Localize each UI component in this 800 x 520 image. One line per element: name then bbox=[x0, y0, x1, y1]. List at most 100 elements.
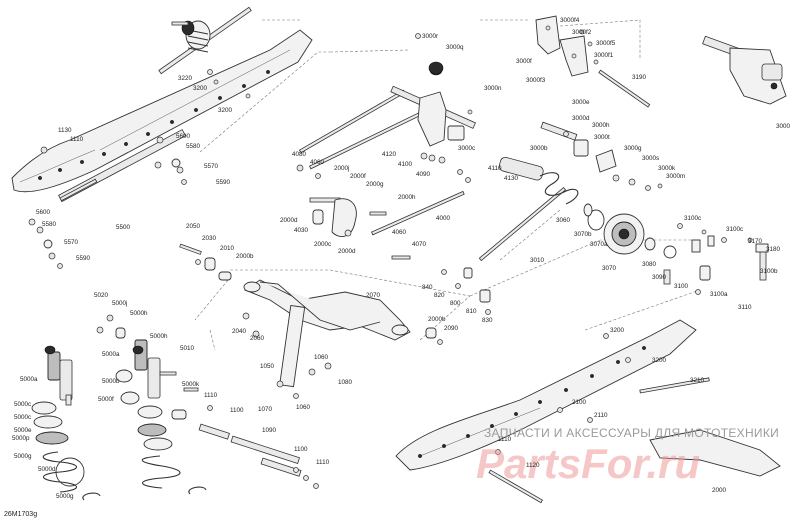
part-label: 3080 bbox=[642, 261, 657, 268]
watermark-logo: PartsFor.ru bbox=[476, 440, 700, 487]
part-label: 5590 bbox=[76, 255, 91, 262]
part-label: 3000n bbox=[484, 85, 502, 92]
small-hardware-left bbox=[28, 69, 260, 338]
part-label: 2000b bbox=[236, 253, 254, 260]
part-label: 5000h bbox=[130, 310, 148, 317]
part-label: 5000k bbox=[182, 381, 200, 388]
part-label: 5000a bbox=[20, 376, 38, 383]
part-label: 4120 bbox=[382, 151, 397, 158]
watermark: ЗАПЧАСТИ И АКСЕССУАРЫ ДЛЯ МОТОТЕХНИКИ Pa… bbox=[476, 426, 779, 487]
part-label: 5000c bbox=[14, 414, 31, 421]
part-label: 5000b bbox=[102, 378, 120, 385]
part-label: 3000h bbox=[592, 122, 610, 129]
part-label: 1110 bbox=[70, 136, 84, 143]
part-label: 2000c bbox=[314, 241, 331, 248]
center-shaft-assembly bbox=[390, 33, 476, 147]
part-label: 2090 bbox=[444, 325, 459, 332]
part-label: 3000t bbox=[594, 134, 610, 141]
part-label: 5000j bbox=[112, 300, 127, 307]
part-label: 2010 bbox=[220, 245, 235, 252]
right-shaft-parts bbox=[425, 61, 663, 345]
part-label: 3100a bbox=[710, 291, 728, 298]
part-label: 3000s bbox=[642, 155, 659, 162]
part-label: 5000d bbox=[38, 466, 56, 473]
part-label: 4130 bbox=[504, 175, 519, 182]
idler-wheel-group bbox=[583, 203, 769, 295]
front-arm-2070 bbox=[243, 279, 411, 388]
upper-bracket bbox=[535, 15, 599, 77]
part-label: 5580 bbox=[42, 221, 57, 228]
part-label: 4100 bbox=[398, 161, 413, 168]
part-label: 3000m bbox=[666, 173, 685, 180]
part-label: 2000j bbox=[334, 165, 349, 172]
part-label: 2070 bbox=[366, 292, 381, 299]
part-label: 3070b bbox=[574, 231, 592, 238]
part-label: 820 bbox=[434, 292, 445, 299]
part-label: 5000e bbox=[14, 427, 32, 434]
part-label: 1110 bbox=[204, 392, 218, 399]
part-label: 5570 bbox=[64, 239, 79, 246]
part-label: 2000g bbox=[366, 181, 384, 188]
part-label: 3000q bbox=[446, 44, 464, 51]
part-label: 3000f4 bbox=[560, 17, 580, 24]
part-label: 3000f2 bbox=[572, 29, 592, 36]
shock-absorber-5500 bbox=[43, 129, 187, 249]
part-label: 3110 bbox=[738, 304, 752, 311]
part-label: 3090 bbox=[652, 274, 667, 281]
part-label: 5000g bbox=[56, 493, 74, 500]
part-label: 3210 bbox=[690, 377, 705, 384]
part-label: 2030 bbox=[202, 235, 217, 242]
diagram-code: 26M1703g bbox=[4, 511, 37, 518]
part-label: 3000f3 bbox=[526, 77, 546, 84]
part-label: 800 bbox=[450, 300, 461, 307]
part-label: 5600 bbox=[176, 133, 191, 140]
part-label: 5000g bbox=[14, 453, 32, 460]
part-label: 5580 bbox=[186, 143, 201, 150]
part-label: 5000a bbox=[102, 351, 120, 358]
part-label: 4090 bbox=[416, 171, 431, 178]
part-label: 2000f bbox=[350, 173, 366, 180]
part-label: 3200 bbox=[218, 107, 233, 114]
part-label: 1110 bbox=[316, 459, 330, 466]
part-label: 3070 bbox=[602, 265, 617, 272]
rear-shock-left bbox=[31, 345, 101, 501]
part-label: 3100c bbox=[726, 226, 743, 233]
part-label: 2100 bbox=[572, 399, 587, 406]
part-label: 3060 bbox=[556, 217, 571, 224]
part-label: 830 bbox=[482, 317, 493, 324]
part-label: 1070 bbox=[258, 406, 273, 413]
part-label: 3000f1 bbox=[594, 52, 614, 59]
part-label: 1060 bbox=[314, 354, 329, 361]
lower-axles bbox=[171, 362, 332, 489]
part-label: 3000 bbox=[776, 123, 791, 130]
right-slide-rail bbox=[395, 319, 781, 504]
part-label: 3220 bbox=[178, 75, 193, 82]
part-label: 3170 bbox=[748, 238, 763, 245]
part-label: 1060 bbox=[296, 404, 311, 411]
part-label: 2000d bbox=[338, 248, 356, 255]
watermark-caption: ЗАПЧАСТИ И АКСЕССУАРЫ ДЛЯ МОТОТЕХНИКИ bbox=[484, 426, 779, 440]
part-label: 4060 bbox=[392, 229, 407, 236]
part-label: 2060 bbox=[250, 335, 265, 342]
part-label: 2000 bbox=[712, 487, 727, 494]
rear-shock-right bbox=[96, 314, 207, 495]
part-label: 5000f bbox=[98, 396, 114, 403]
part-label: 3000r bbox=[422, 33, 438, 40]
part-label: 810 bbox=[466, 308, 477, 315]
part-label: 3010 bbox=[530, 257, 545, 264]
part-label: 1100 bbox=[294, 446, 308, 453]
part-label: 2000b bbox=[428, 316, 446, 323]
part-label: 5010 bbox=[180, 345, 195, 352]
part-label: 2000h bbox=[398, 194, 416, 201]
part-label: 3200 bbox=[652, 357, 667, 364]
part-label: 3000c bbox=[458, 145, 475, 152]
part-label: 5000h bbox=[150, 333, 168, 340]
part-label: 1130 bbox=[58, 127, 72, 134]
part-label: 3200 bbox=[610, 327, 625, 334]
part-label: 1080 bbox=[338, 379, 353, 386]
part-label: 1100 bbox=[230, 407, 244, 414]
part-label: 4060 bbox=[310, 159, 325, 166]
part-label: 2040 bbox=[232, 328, 247, 335]
part-label: 3000f5 bbox=[596, 40, 616, 47]
